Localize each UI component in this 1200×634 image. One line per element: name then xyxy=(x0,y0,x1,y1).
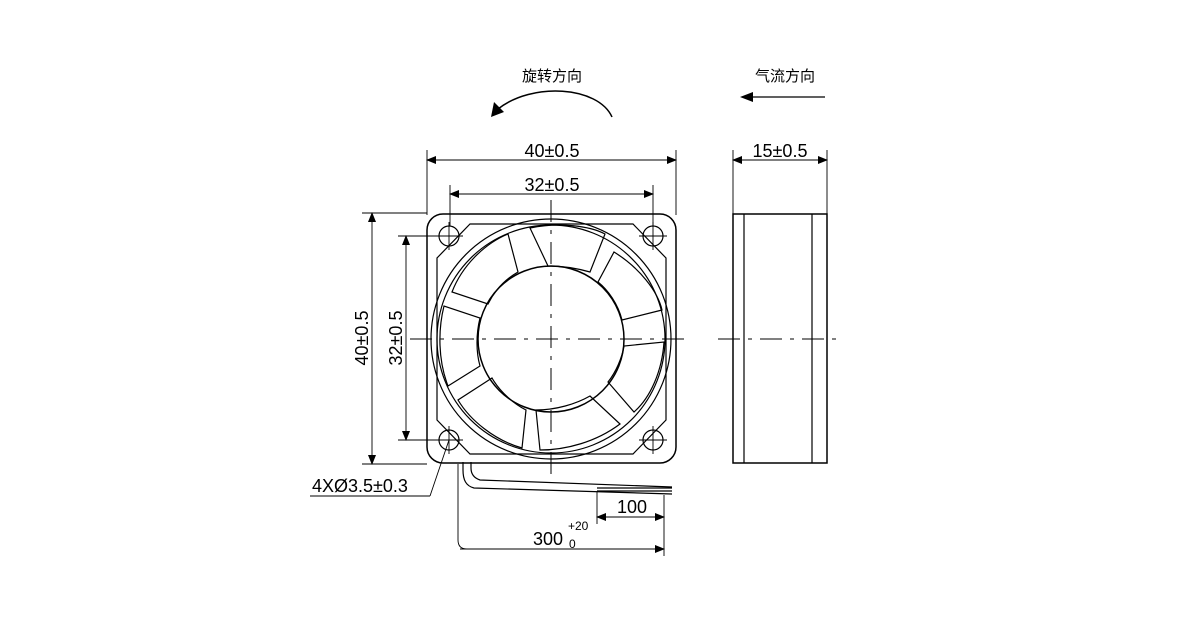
fan-side-view xyxy=(718,213,842,464)
lead-wires xyxy=(462,462,673,495)
thickness-dim: 15±0.5 xyxy=(753,141,808,161)
hole-spec-dim: 4XØ3.5±0.3 xyxy=(312,476,408,496)
rotation-arrowhead xyxy=(491,102,504,117)
lead-length-tol-lower: 0 xyxy=(569,537,576,551)
lead-strip-dim: 100 xyxy=(617,497,647,517)
fan-blades xyxy=(439,224,665,451)
rotation-direction-label: 旋转方向 xyxy=(522,67,582,85)
width-outer-dim: 40±0.5 xyxy=(525,141,580,161)
airflow-arrowhead xyxy=(740,92,753,102)
height-outer-dim: 40±0.5 xyxy=(352,311,372,366)
airflow-direction-label: 气流方向 xyxy=(755,67,815,85)
fan-front-view xyxy=(410,200,690,478)
width-hole-dim: 32±0.5 xyxy=(525,175,580,195)
lead-length-tol-upper: +20 xyxy=(568,519,589,533)
height-hole-dim: 32±0.5 xyxy=(386,311,406,366)
rotation-arrow xyxy=(497,90,613,118)
lead-length-dim: 300 xyxy=(533,529,563,549)
